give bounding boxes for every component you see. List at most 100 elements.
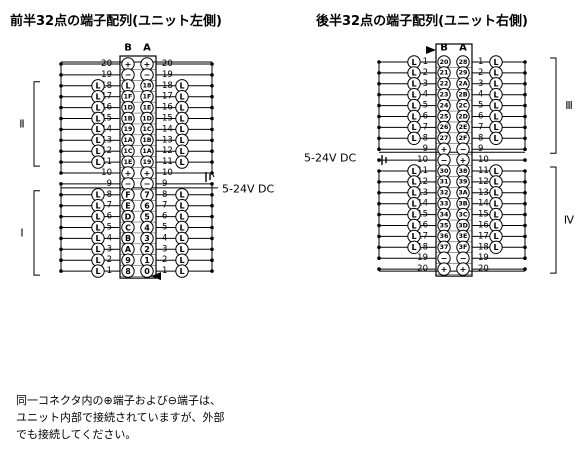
left-terminal-a-label: − — [144, 71, 151, 80]
left-terminal-a-label: + — [144, 169, 151, 178]
right-node-b — [377, 103, 381, 108]
right-node-a — [523, 201, 527, 206]
right-node-a — [523, 71, 527, 75]
left-power-node-a — [210, 73, 214, 77]
right-terminal-a-label: 3B — [458, 201, 467, 208]
right-terminal-b-label: 24 — [440, 102, 449, 109]
left-terminal-b-label: + — [125, 169, 132, 178]
right-node-a — [523, 82, 527, 86]
left-node-a — [210, 225, 214, 230]
right-terminal-b-label: 32 — [440, 190, 449, 197]
right-terminal-b-label: 25 — [440, 113, 449, 120]
left-load-a-ring — [175, 264, 189, 278]
right-node-a — [523, 212, 527, 217]
left-terminal-a-label: 4 — [144, 223, 150, 232]
left-node-a — [210, 127, 214, 132]
note-line-1: 同一コネクタ内の⊕端子および⊖端子は、 — [16, 394, 221, 407]
left-terminal-b-label: + — [125, 60, 132, 69]
right-terminal-b-label: − — [441, 254, 448, 263]
right-load-b-label: L — [411, 221, 416, 230]
left-terminal-b-label: 8 — [125, 267, 131, 276]
right-terminal-b-label: + — [441, 265, 448, 274]
left-load-b-label: L — [95, 147, 100, 156]
left-power-node-b — [59, 182, 63, 186]
left-terminal-b-label: 1F — [124, 94, 133, 101]
left-load-a-label: L — [179, 212, 184, 221]
left-load-a-label: L — [179, 267, 184, 276]
left-terminal-a-label: 1 — [144, 256, 150, 265]
right-load-b-label: L — [411, 58, 416, 67]
left-node-a — [210, 193, 214, 197]
right-power-node-b — [377, 158, 381, 162]
left-terminal-b-label: 19 — [124, 126, 133, 133]
right-load-b-label: L — [411, 112, 416, 121]
right-load-a-label: L — [493, 134, 498, 143]
left-terminal-b-ring — [121, 264, 135, 278]
left-terminal-a-label: 1A — [142, 148, 151, 155]
right-node-b — [377, 92, 381, 97]
left-terminal-a-label: 1F — [143, 94, 152, 101]
right-load-b-label: L — [411, 123, 416, 132]
left-load-a-label: L — [179, 158, 184, 167]
right-load-a-ring — [489, 240, 503, 255]
right-load-a-label: L — [493, 178, 498, 187]
right-node-b — [377, 201, 381, 206]
right-node-b — [377, 136, 381, 141]
right-node-b — [377, 125, 381, 130]
left-terminal-b-label: D — [125, 212, 132, 221]
left-node-a — [210, 247, 214, 252]
left-load-b-label: L — [95, 191, 100, 200]
left-node-a — [210, 203, 214, 208]
right-terminal-b-label: 30 — [440, 168, 449, 175]
right-node-a — [523, 92, 527, 97]
left-node-b — [59, 247, 63, 252]
left-terminal-b-label: − — [125, 180, 132, 189]
left-power-node-a — [210, 62, 214, 66]
right-load-b-label: L — [411, 178, 416, 187]
left-terminal-b-label: − — [125, 71, 132, 80]
left-load-b-label: L — [95, 202, 100, 211]
right-terminal-a-label: 39 — [459, 179, 468, 186]
left-terminal-a-label: 5 — [144, 212, 150, 221]
right-node-b — [377, 191, 381, 195]
right-terminal-a-label: − — [460, 145, 467, 154]
right-node-b — [377, 169, 381, 173]
right-node-a — [523, 60, 527, 64]
right-node-b — [377, 71, 381, 75]
right-terminal-b-label: 35 — [440, 222, 449, 229]
right-group-upper-bracket — [550, 57, 557, 154]
left-load-b-label: L — [95, 212, 100, 221]
right-terminal-a-label: − — [460, 254, 467, 263]
left-group-lower-bracket — [33, 190, 40, 276]
left-load-a-label: L — [179, 234, 184, 243]
right-terminal-a-ring — [456, 262, 470, 276]
left-node-a — [210, 138, 214, 143]
right-node-b — [377, 180, 381, 184]
right-load-a-label: L — [493, 58, 498, 67]
right-group-lower-bracket — [550, 166, 557, 274]
right-load-b-label: L — [411, 91, 416, 100]
left-terminal-a-label: − — [144, 180, 151, 189]
right-group-lower-label: Ⅳ — [564, 214, 575, 227]
left-node-a — [210, 149, 214, 153]
connection-note: 同一コネクタ内の⊕端子および⊖端子は、 ユニット内部で接続されていますが、外部 … — [16, 392, 224, 443]
right-power-node-a — [523, 256, 527, 261]
left-node-a — [210, 84, 214, 88]
left-load-b-label: L — [95, 158, 100, 167]
right-power-node-a — [523, 158, 527, 162]
left-load-b-label: L — [95, 136, 100, 145]
left-terminal-b-label: L — [125, 82, 130, 91]
right-terminal-a-label: 2E — [459, 124, 468, 131]
left-group-upper-bracket — [33, 81, 40, 167]
left-load-a-label: L — [179, 147, 184, 156]
right-terminal-a-label: + — [460, 156, 467, 165]
left-load-a-label: L — [179, 125, 184, 134]
right-terminal-b-label: 22 — [440, 81, 449, 88]
right-terminal-b-label: 23 — [440, 92, 449, 99]
left-title: 前半32点の端子配列(ユニット左側) — [10, 14, 222, 29]
left-node-b — [59, 138, 63, 143]
right-node-a — [523, 223, 527, 228]
left-node-b — [59, 127, 63, 132]
left-load-a-label: L — [179, 114, 184, 123]
right-load-b-label: L — [411, 232, 416, 241]
